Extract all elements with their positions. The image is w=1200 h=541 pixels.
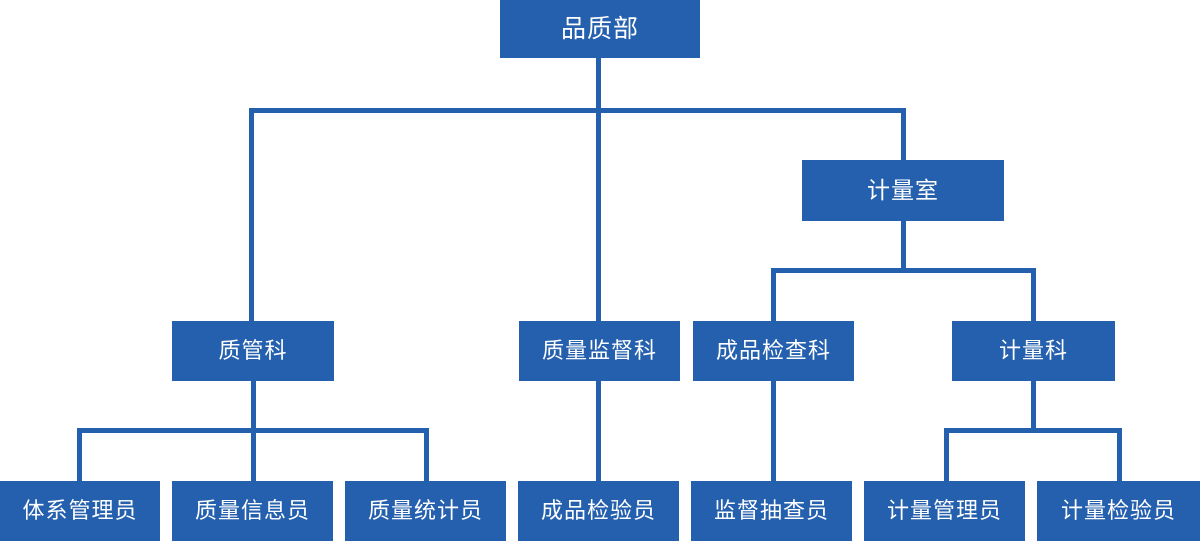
org-node-quality-statistician[interactable]: 质量统计员 <box>345 481 506 541</box>
connector-qms-bus-to-qstat <box>424 428 429 483</box>
connector-root-bus <box>249 108 906 113</box>
connector-metros-stem <box>1031 381 1036 431</box>
org-node-label: 质量统计员 <box>367 498 483 523</box>
org-node-label: 计量科 <box>998 338 1068 363</box>
org-node-metrology-administrator[interactable]: 计量管理员 <box>864 481 1025 541</box>
org-node-label: 质量信息员 <box>194 498 310 523</box>
org-node-label: 监督抽查员 <box>713 498 829 523</box>
org-node-root[interactable]: 品质部 <box>500 0 700 58</box>
connector-metro-bus-to-metros <box>1031 268 1036 323</box>
connector-bus-to-qms <box>249 108 254 323</box>
org-node-metrology-section[interactable]: 计量科 <box>952 321 1115 381</box>
org-node-label: 计量管理员 <box>886 498 1002 523</box>
org-node-label: 质量监督科 <box>541 338 657 363</box>
connector-qms-stem <box>251 381 256 431</box>
connector-qms-bus-to-sysadmin <box>77 428 82 483</box>
org-node-system-administrator[interactable]: 体系管理员 <box>0 481 160 541</box>
connector-metros-bus-to-insp <box>1117 428 1122 483</box>
connector-metros-bus-to-admin <box>944 428 949 483</box>
connector-metro-office-stem <box>901 221 906 269</box>
org-node-metrology-inspector[interactable]: 计量检验员 <box>1037 481 1200 541</box>
org-node-label: 计量室 <box>867 177 939 203</box>
org-node-supervision-spot-checker[interactable]: 监督抽查员 <box>691 481 852 541</box>
org-node-metrology-office[interactable]: 计量室 <box>802 160 1004 221</box>
connector-bus-to-qsup <box>596 108 601 323</box>
connector-qsup-to-fpinsp <box>596 381 601 483</box>
org-node-label: 体系管理员 <box>22 498 138 523</box>
org-node-finished-product-inspection-section[interactable]: 成品检查科 <box>693 321 854 381</box>
connector-root-stem <box>596 58 601 114</box>
org-node-label: 成品检验员 <box>540 498 656 523</box>
org-node-label: 成品检查科 <box>715 338 831 363</box>
org-node-quality-supervision-section[interactable]: 质量监督科 <box>519 321 680 381</box>
org-node-label: 质管科 <box>218 338 288 363</box>
connector-metro-bus-to-fpis <box>771 268 776 323</box>
org-node-label: 品质部 <box>560 14 639 43</box>
connector-metros-bus <box>944 428 1122 433</box>
connector-qms-bus-to-qinfo <box>251 428 256 483</box>
connector-bus-to-metro-office <box>901 108 906 162</box>
connector-metro-office-bus <box>771 268 1036 273</box>
connector-fpis-to-spotcheck <box>771 381 776 483</box>
org-node-quality-information-officer[interactable]: 质量信息员 <box>172 481 333 541</box>
org-node-label: 计量检验员 <box>1060 498 1176 523</box>
org-node-quality-mgmt-section[interactable]: 质管科 <box>172 321 334 381</box>
org-node-finished-product-inspector[interactable]: 成品检验员 <box>518 481 679 541</box>
